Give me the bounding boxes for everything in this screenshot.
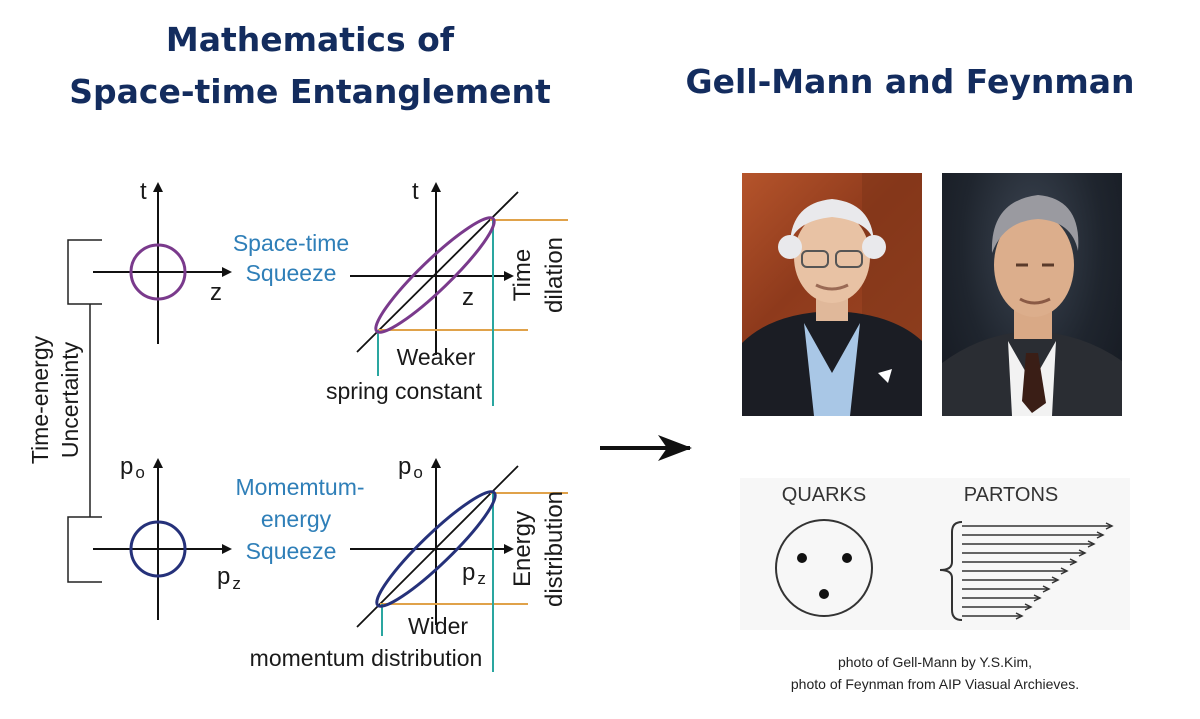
quark-dot-icon	[819, 589, 829, 599]
parton-arrowhead-icon	[1033, 594, 1042, 602]
side-label-line-2: Uncertainty	[57, 341, 83, 458]
parton-arrowhead-icon	[1051, 576, 1060, 584]
top-left-axis-t: t	[140, 178, 147, 205]
bottom-right-axes	[350, 458, 568, 672]
top-right-axis-t: t	[412, 178, 419, 205]
top-left-axis-z: z	[210, 279, 222, 306]
bottom-left-axes	[93, 458, 232, 620]
gell-mann-portrait-icon	[742, 173, 922, 416]
side-label-line-1: Time-energy	[27, 335, 53, 464]
parton-lines	[962, 522, 1114, 620]
parton-arrowhead-icon	[1015, 612, 1024, 620]
left-title: Mathematics of Space-time Entanglement	[40, 14, 580, 118]
quarks-partons-illustration: QUARKS PARTONS	[775, 484, 1114, 621]
uncertainty-bracket	[67, 239, 102, 583]
time-dilation-line-1: Time	[509, 249, 536, 301]
weaker-label: Weaker	[397, 344, 476, 370]
squeeze-label-top-2: Squeeze	[246, 260, 337, 286]
parton-arrowhead-icon	[1069, 558, 1078, 566]
energy-distribution-line-2: distribution	[541, 491, 568, 607]
parton-arrowhead-icon	[1060, 567, 1069, 575]
bottom-ellipse	[375, 490, 497, 608]
left-title-line-1: Mathematics of	[165, 20, 455, 59]
top-left-axes	[93, 182, 232, 344]
quark-dot-icon	[842, 553, 852, 563]
wider-label: Wider	[408, 613, 468, 639]
parton-arrowhead-icon	[1024, 603, 1033, 611]
feynman-portrait-icon	[942, 195, 1122, 416]
squeeze-label-bottom-2: energy	[261, 506, 332, 532]
top-circle	[129, 243, 187, 301]
parton-arrowhead-icon	[1042, 585, 1051, 593]
bottom-circle	[129, 520, 187, 578]
spring-constant-label: spring constant	[326, 378, 483, 404]
parton-arrowhead-icon	[1105, 522, 1114, 530]
top-right-axes	[350, 182, 568, 406]
squeeze-label-bottom-3: Squeeze	[246, 538, 337, 564]
quark-dot-icon	[797, 553, 807, 563]
squeeze-label-bottom-1: Momemtum-	[235, 474, 364, 500]
left-title-line-2: Space-time Entanglement	[69, 72, 551, 111]
quarks-partons-panel: QUARKS PARTONS	[740, 478, 1130, 630]
energy-distribution-line-1: Energy	[509, 511, 536, 587]
parton-arrowhead-icon	[1087, 540, 1096, 548]
caption-line-1: photo of Gell-Mann by Y.S.Kim,	[837, 654, 1033, 670]
quarks-label: QUARKS	[782, 484, 866, 506]
proton-circle-icon	[775, 519, 873, 617]
feynman-photo	[942, 173, 1122, 416]
parton-arrowhead-icon	[1096, 531, 1105, 539]
top-right-axis-z: z	[462, 284, 474, 311]
time-dilation-line-2: dilation	[541, 237, 568, 313]
partons-brace-icon	[939, 521, 963, 621]
squeeze-label-top-1: Space-time	[233, 230, 349, 256]
partons-label: PARTONS	[964, 484, 1058, 506]
momentum-distribution-label: momentum distribution	[250, 645, 483, 671]
right-title: Gell-Mann and Feynman	[685, 62, 1135, 101]
caption-line-2: photo of Feynman from AIP Viasual Archie…	[790, 676, 1080, 692]
parton-arrowhead-icon	[1078, 549, 1087, 557]
gell-mann-photo	[742, 173, 922, 416]
top-ellipse	[374, 216, 496, 334]
